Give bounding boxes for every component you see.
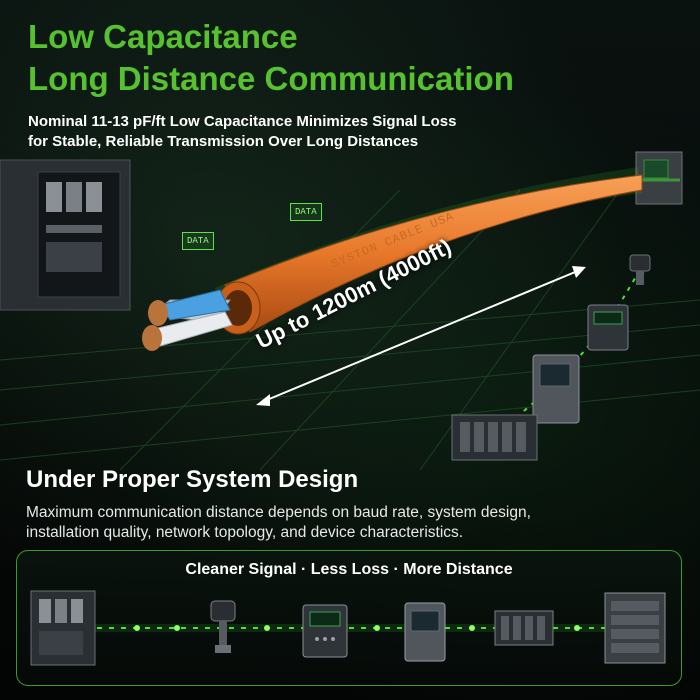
data-tag: DATA: [290, 203, 322, 221]
subtitle-line-2: for Stable, Reliable Transmission Over L…: [28, 133, 419, 150]
plc-icon: [451, 414, 538, 461]
distance-arrow: [256, 266, 586, 406]
control-box-icon: [635, 151, 683, 205]
page-title: Low Capacitance Long Distance Communicat…: [28, 16, 514, 100]
plc-icon: [494, 610, 554, 646]
meter-icon: [532, 354, 580, 424]
controller-icon: [302, 604, 348, 658]
server-cabinet-icon: [30, 590, 96, 666]
sensor-icon: [629, 254, 651, 285]
signal-nodes: [134, 625, 580, 631]
section-body-line-2: installation quality, network topology, …: [26, 524, 464, 541]
data-tag-label: DATA: [187, 236, 209, 246]
meter-icon: [404, 602, 446, 662]
subtitle: Nominal 11-13 pF/ft Low Capacitance Mini…: [28, 112, 456, 152]
section-body-line-1: Maximum communication distance depends o…: [26, 504, 531, 521]
title-line-2: Long Distance Communication: [28, 60, 514, 97]
data-tag: DATA: [182, 232, 214, 250]
cabinet-icon: [604, 592, 666, 664]
section-heading: Under Proper System Design: [26, 466, 359, 493]
title-line-1: Low Capacitance: [28, 18, 298, 55]
circuit-floor: [0, 189, 700, 470]
cable-jacket: [224, 174, 643, 333]
cable-illustration: [0, 151, 700, 470]
section-body: Maximum communication distance depends o…: [26, 503, 531, 543]
data-tag-label: DATA: [295, 207, 317, 217]
server-cabinet-icon: [0, 159, 131, 311]
sensor-icon: [210, 600, 236, 653]
benefits-panel: Cleaner Signal · Less Loss · More Distan…: [16, 550, 682, 686]
panel-title: Cleaner Signal · Less Loss · More Distan…: [185, 561, 513, 578]
cable-conductors: [142, 289, 233, 351]
device-chain: [30, 590, 666, 666]
controller-icon: [587, 304, 629, 351]
subtitle-line-1: Nominal 11-13 pF/ft Low Capacitance Mini…: [28, 113, 457, 130]
